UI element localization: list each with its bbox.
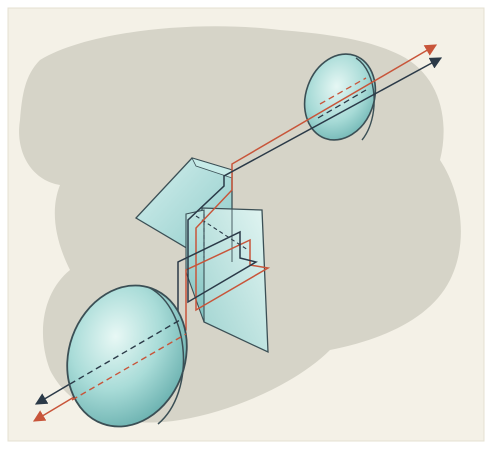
diagram-canvas — [0, 0, 492, 449]
binoculars-optical-diagram — [0, 0, 492, 449]
